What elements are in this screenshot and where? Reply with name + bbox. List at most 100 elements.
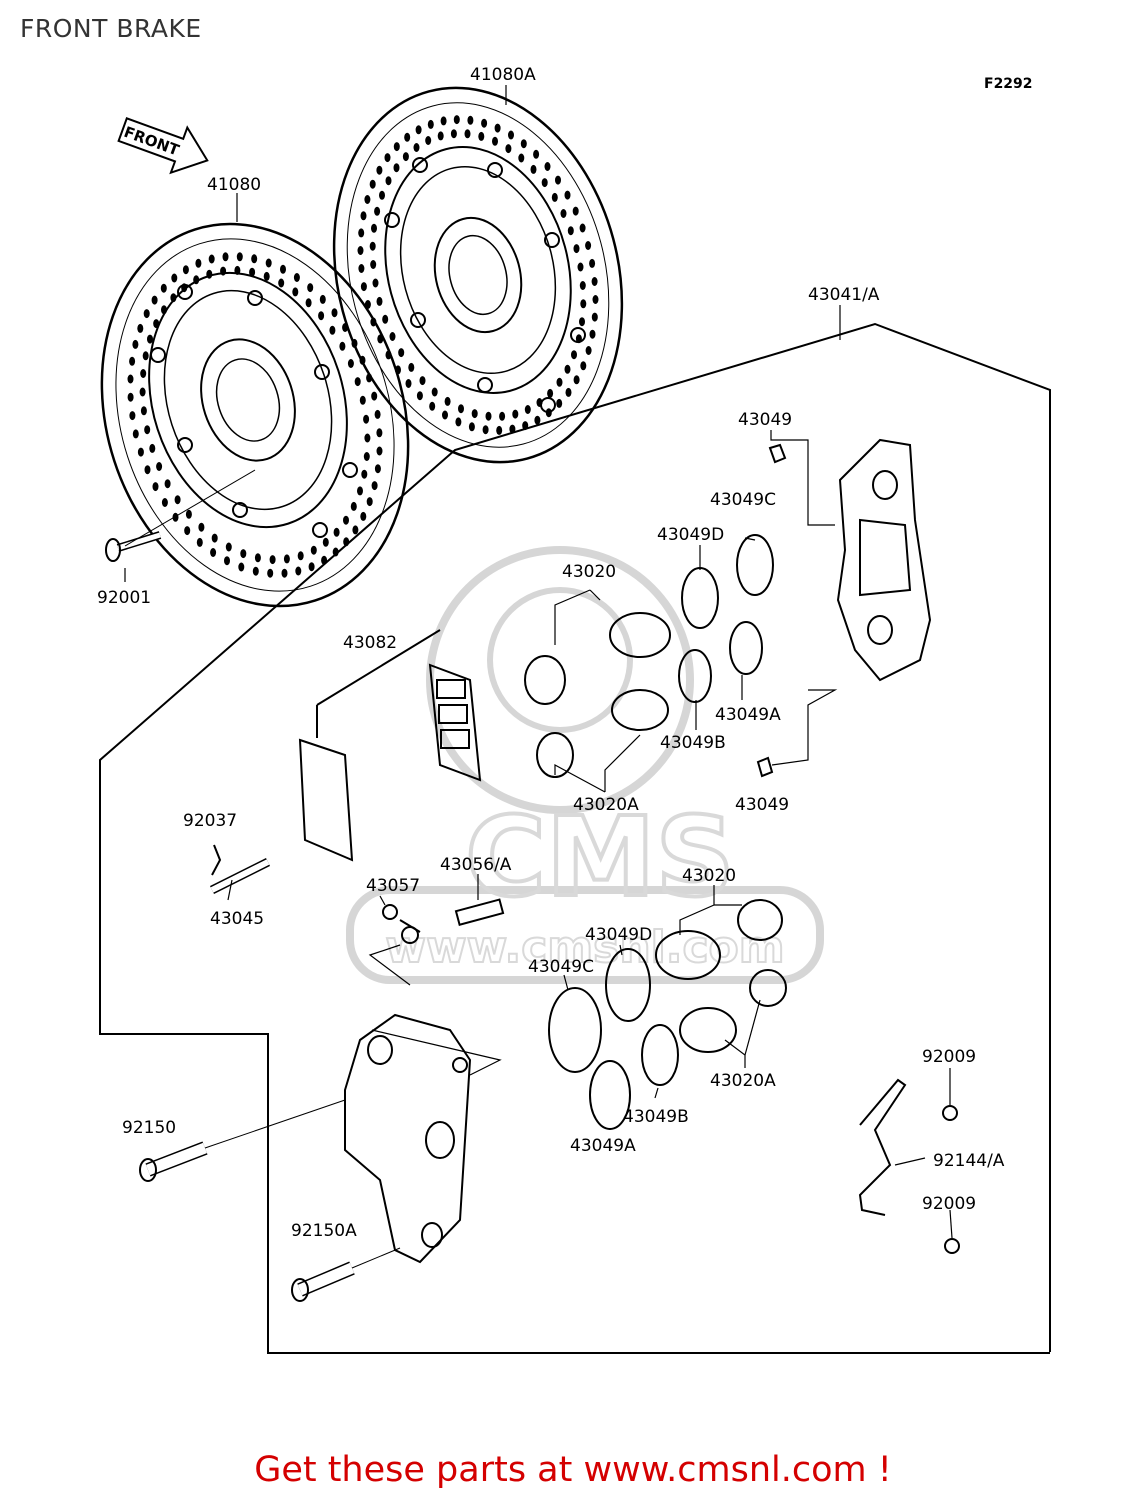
disc-hole bbox=[440, 116, 447, 126]
disc-hole bbox=[280, 264, 286, 274]
part-label: 43020A bbox=[573, 795, 639, 815]
disc-hole bbox=[305, 298, 312, 308]
part-label: 43049B bbox=[660, 733, 726, 753]
disc-hole bbox=[140, 406, 147, 416]
disc-hole bbox=[359, 355, 366, 365]
part-labels: 41080A 41080 43041/A 43049 43049C 43049D… bbox=[97, 65, 1005, 1241]
disc-hole bbox=[592, 295, 599, 304]
disc-hole bbox=[579, 223, 586, 233]
disc-hole bbox=[149, 443, 156, 453]
disc-hole bbox=[322, 537, 329, 547]
disc-hole bbox=[333, 527, 340, 537]
disc-hole bbox=[363, 414, 370, 424]
disc-hole bbox=[374, 409, 381, 419]
disc-hole bbox=[161, 305, 167, 315]
part-label: 92037 bbox=[183, 811, 237, 831]
pin-43045 bbox=[209, 844, 271, 895]
disc-hole bbox=[408, 362, 415, 372]
disc-hole bbox=[485, 411, 492, 421]
disc-hole bbox=[144, 465, 151, 475]
brake-disc-41080 bbox=[100, 222, 410, 608]
disc-hole bbox=[234, 265, 241, 275]
disc-hole bbox=[404, 132, 411, 142]
disc-hole bbox=[161, 498, 168, 507]
disc-hole bbox=[321, 555, 328, 565]
bleed-valve-43056 bbox=[382, 898, 505, 944]
disc-hole bbox=[360, 211, 367, 221]
disc-hole bbox=[370, 317, 377, 327]
disc-hole bbox=[331, 308, 338, 318]
disc-hole bbox=[252, 566, 259, 576]
disc-hole bbox=[343, 537, 350, 547]
disc-hole bbox=[358, 228, 365, 238]
disc-hole bbox=[347, 359, 354, 368]
part-label: 92009 bbox=[922, 1194, 976, 1214]
disc-hole bbox=[567, 226, 574, 236]
part-label: 43049C bbox=[528, 957, 594, 977]
disc-hole bbox=[508, 130, 514, 140]
disc-hole bbox=[482, 425, 489, 435]
disc-hole bbox=[376, 428, 383, 438]
disc-hole bbox=[393, 142, 400, 152]
disc-hole bbox=[509, 424, 516, 434]
disc-hole bbox=[522, 421, 529, 431]
disc-hole bbox=[127, 392, 134, 402]
disc-hole bbox=[573, 375, 580, 385]
disc-hole bbox=[350, 501, 357, 511]
disc-hole bbox=[297, 551, 304, 561]
disc-hole bbox=[564, 364, 571, 374]
disc-hole bbox=[413, 143, 420, 152]
disc-hole bbox=[278, 278, 285, 288]
disc-hole bbox=[129, 411, 136, 421]
disc-hole bbox=[137, 323, 144, 333]
disc-hole bbox=[415, 125, 422, 135]
disc-hole bbox=[185, 509, 192, 519]
disc-hole bbox=[534, 415, 541, 425]
part-label: 43056/A bbox=[440, 855, 512, 875]
part-label: 43049B bbox=[623, 1107, 689, 1127]
part-label: 41080A bbox=[470, 65, 536, 85]
disc-hole bbox=[206, 269, 213, 279]
disc-hole bbox=[366, 373, 373, 383]
part-label: 43057 bbox=[366, 876, 420, 896]
disc-hole bbox=[184, 526, 191, 536]
part-label: 43049 bbox=[735, 795, 789, 815]
disc-hole bbox=[505, 144, 512, 154]
disc-hole bbox=[269, 555, 276, 565]
disc-hole bbox=[556, 377, 563, 387]
disc-hole bbox=[156, 462, 163, 471]
disc-hole bbox=[376, 296, 383, 306]
disc-hole bbox=[137, 447, 144, 457]
part-label: 92150 bbox=[122, 1118, 176, 1138]
disc-hole bbox=[385, 176, 392, 186]
disc-hole bbox=[295, 566, 302, 576]
disc-hole bbox=[147, 334, 153, 344]
disc-hole bbox=[547, 388, 554, 398]
disc-hole bbox=[132, 429, 139, 439]
disc-hole bbox=[376, 165, 383, 175]
disc-hole bbox=[589, 329, 596, 339]
disc-hole bbox=[565, 387, 572, 397]
part-label: 92001 bbox=[97, 588, 151, 608]
disc-hole bbox=[251, 254, 258, 264]
footer-cta-link[interactable]: Get these parts at www.cmsnl.com ! bbox=[254, 1450, 892, 1490]
disc-hole bbox=[544, 162, 551, 171]
disc-hole bbox=[536, 398, 543, 407]
disc-hole bbox=[369, 241, 376, 251]
disc-hole bbox=[551, 192, 558, 202]
disc-hole bbox=[170, 293, 177, 303]
disc-hole bbox=[589, 258, 596, 268]
disc-hole bbox=[195, 258, 202, 268]
disc-hole bbox=[343, 515, 349, 525]
disc-hole bbox=[455, 417, 462, 427]
disc-hole bbox=[174, 495, 181, 505]
disc-hole bbox=[492, 136, 498, 146]
disc-hole bbox=[389, 332, 396, 341]
disc-hole bbox=[193, 275, 200, 285]
disc-hole bbox=[329, 325, 336, 335]
disc-hole bbox=[585, 346, 592, 355]
disc-hole bbox=[364, 195, 371, 204]
disc-hole bbox=[160, 283, 167, 293]
